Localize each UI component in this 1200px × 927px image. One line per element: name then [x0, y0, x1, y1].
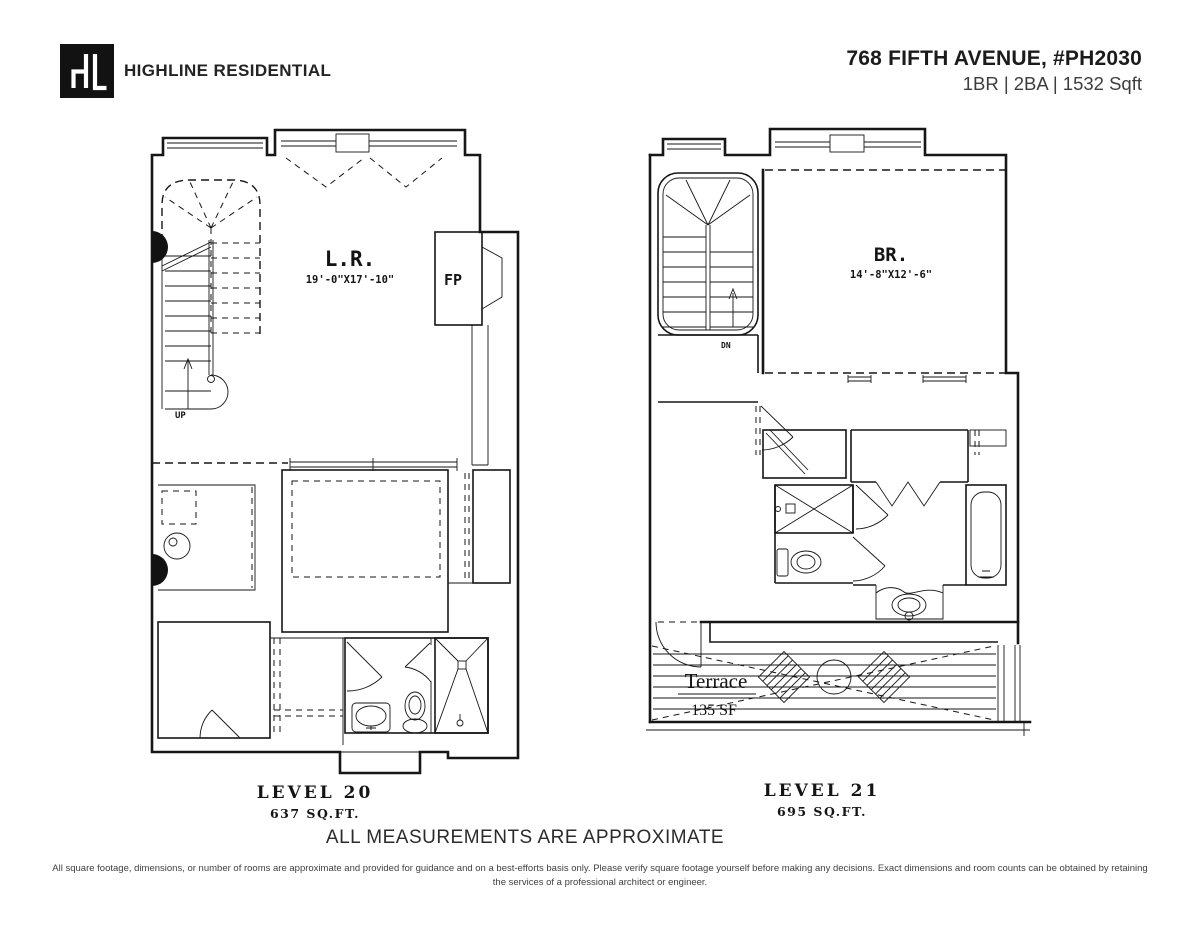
level-21-title: LEVEL 21	[763, 781, 881, 801]
kitchen-sink	[163, 532, 191, 560]
door-swing	[346, 641, 383, 692]
deck-boards	[653, 653, 996, 710]
disclaimer-line-1: All square footage, dimensions, or numbe…	[52, 863, 1148, 874]
shower	[434, 637, 489, 734]
level-20-title: LEVEL 20	[256, 783, 374, 803]
column	[152, 231, 168, 263]
fireplace-label: FP	[444, 271, 462, 289]
door-swing	[760, 405, 794, 451]
column	[152, 554, 168, 586]
staircase-down: DN	[657, 172, 759, 350]
fireplace: FP	[434, 231, 503, 466]
bathroom	[344, 637, 489, 734]
sink	[351, 702, 391, 733]
outer-walls	[150, 128, 520, 775]
sliding-closet	[273, 638, 343, 735]
toilet	[776, 548, 822, 577]
shower-door	[404, 638, 432, 733]
closet-block	[281, 469, 473, 633]
staircase-up: UP	[161, 179, 261, 421]
disclaimer-line-2: the services of a professional architect…	[492, 877, 708, 889]
living-room-dims: 19'-0"X17'-10"	[306, 274, 395, 286]
bedroom-dims: 14'-8"X12'-6"	[850, 269, 932, 281]
door-swing	[199, 709, 241, 739]
terrace-chair	[757, 650, 811, 704]
bathtub	[965, 484, 1007, 586]
terrace-table	[816, 659, 852, 695]
hall-closets	[658, 335, 1007, 507]
terrace-area-label: 135 SF	[691, 702, 737, 719]
door-swing	[855, 484, 889, 530]
floor-plan-level-20: UP L.R. 19'-0"X17'-10" FP	[150, 128, 520, 775]
listing-specs: 1BR | 2BA | 1532 Sqft	[962, 73, 1142, 94]
toilet	[402, 691, 428, 734]
level-21-caption: LEVEL 21 695 SQ.FT.	[647, 781, 997, 819]
measurements-note: ALL MEASUREMENTS ARE APPROXIMATE	[325, 827, 725, 848]
level-20-area: 637 SQ.FT.	[269, 806, 360, 821]
stair-direction-label: DN	[721, 341, 731, 350]
kitchen	[158, 484, 256, 591]
company-name: HIGHLINE RESIDENTIAL	[124, 61, 332, 80]
bottom-room	[157, 621, 271, 739]
outer-walls	[648, 127, 1020, 724]
terrace-label: Terrace	[685, 669, 748, 693]
terrace: Terrace 135 SF	[646, 621, 1032, 736]
shower	[774, 484, 854, 534]
windows	[667, 134, 921, 153]
listing-header: 768 FIFTH AVENUE, #PH2030 1BR | 2BA | 15…	[846, 47, 1142, 95]
vanity-sink	[853, 584, 966, 621]
bifold-doors	[875, 481, 941, 507]
level-20-caption: LEVEL 20 637 SQ.FT.	[140, 783, 490, 821]
bedroom-label: BR.	[874, 244, 908, 266]
terrace-door-swing	[655, 621, 702, 668]
floor-plan-level-21: DN BR. 14'-8"X12'-6"	[646, 127, 1032, 736]
stair-direction-label: UP	[175, 411, 186, 421]
listing-address: 768 FIFTH AVENUE, #PH2030	[846, 47, 1142, 70]
door-swing	[852, 536, 886, 582]
right-closet	[464, 469, 511, 584]
terrace-chair	[857, 650, 911, 704]
highline-logo-icon	[60, 44, 114, 98]
rail	[289, 458, 458, 471]
bathroom	[774, 484, 1007, 621]
disclaimer: All square footage, dimensions, or numbe…	[0, 862, 1200, 891]
bedroom: BR. 14'-8"X12'-6"	[761, 168, 1006, 383]
windows	[167, 133, 457, 188]
living-room-label: L.R.	[325, 247, 376, 271]
level-21-area: 695 SQ.FT.	[776, 804, 867, 819]
